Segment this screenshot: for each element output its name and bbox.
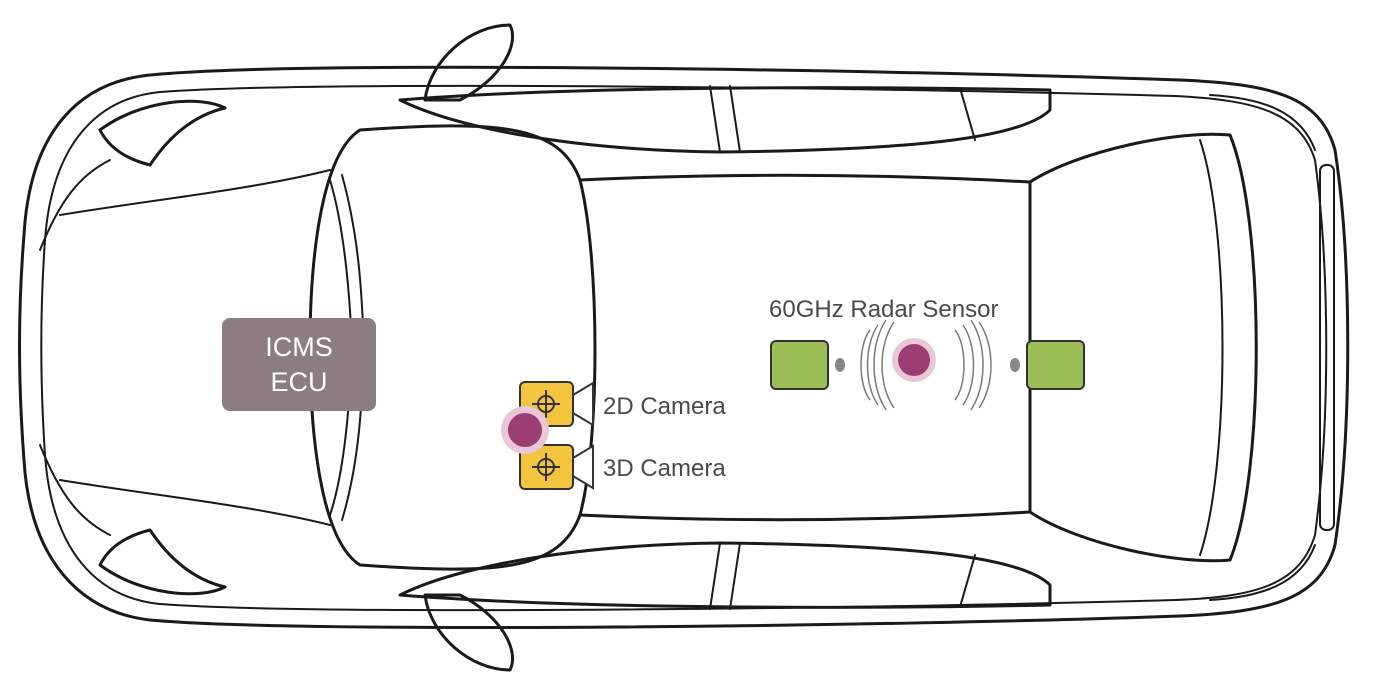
radar-target-dot: [892, 338, 936, 382]
rear-details: [1209, 94, 1335, 601]
camera-2d-label: 2D Camera: [603, 393, 726, 420]
radar-waves: [860, 319, 992, 411]
side-windows-bottom: [398, 541, 1052, 610]
side-mirrors: [423, 23, 515, 672]
camera-3d-icon: [519, 444, 594, 490]
icms-ecu-box: ICMS ECU: [222, 318, 376, 411]
side-windows-top: [398, 85, 1052, 154]
radar-sensor-right: [1010, 340, 1085, 390]
car-body-outline: [18, 65, 1350, 630]
ecu-label-line2: ECU: [270, 366, 328, 397]
camera-target-dot: [501, 406, 549, 454]
radar-sensor-left: [770, 340, 845, 390]
radar-sensor-label: 60GHz Radar Sensor: [769, 296, 999, 323]
ecu-label-line1: ICMS: [265, 331, 333, 362]
headlights: [39, 99, 227, 596]
hood-lines: [59, 169, 331, 526]
camera-3d-label: 3D Camera: [603, 455, 726, 482]
